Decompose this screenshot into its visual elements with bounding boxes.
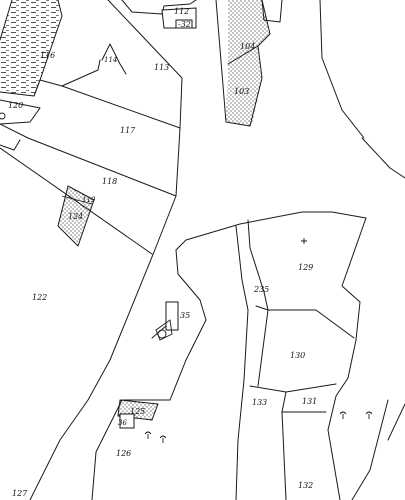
parcel-label-119: 119 [82,196,96,204]
parcel-label-117: 117 [120,126,136,135]
parcel-label-122: 122 [32,293,47,302]
boundaries-lower-left [117,301,179,429]
tree-symbol-icon [339,411,347,419]
parcel-116-hatch [0,0,62,96]
parcel-label-120: 120 [8,101,23,110]
parcel-label-114: 114 [104,56,117,64]
parcel-label-113: 113 [154,63,169,72]
parcel-124-hatch [58,186,94,246]
parcel-label-127: 127 [12,489,28,498]
parcel-label-130: 130 [290,351,305,360]
parcel-label-32: -32 [178,20,191,29]
tree-symbol-icon [144,431,152,439]
tree-symbol-icon [365,411,373,419]
boundaries-upper-right [121,0,405,179]
parcel-label-125: 125 [130,407,145,416]
parcel-label-124: 124 [68,212,83,221]
parcel-label-235: 235 [253,285,269,294]
parcel-label-112: 112 [174,7,189,16]
boundaries-upper-left [0,0,183,500]
cross-mark-icon [301,238,307,244]
parcel-label-104: 104 [240,42,255,51]
parcel-104-hatch [228,0,270,64]
boundaries-right-block [91,211,405,500]
parcel-label-126: 126 [116,449,131,458]
tree-symbol-icon [159,435,167,443]
parcel-label-132: 132 [298,481,313,490]
parcel-label-129: 129 [298,263,313,272]
well-symbol-icon [0,112,6,120]
parcel-label-35: 35 [180,311,190,320]
parcel-103-hatch [226,46,262,126]
parcel-label-133: 133 [252,398,267,407]
parcel-label-103: 103 [234,87,249,96]
parcel-label-131: 131 [302,397,317,406]
parcel-label-36: 36 [118,419,127,427]
parcel-label-118: 118 [102,177,117,186]
parcel-label-116: 116 [40,51,55,60]
